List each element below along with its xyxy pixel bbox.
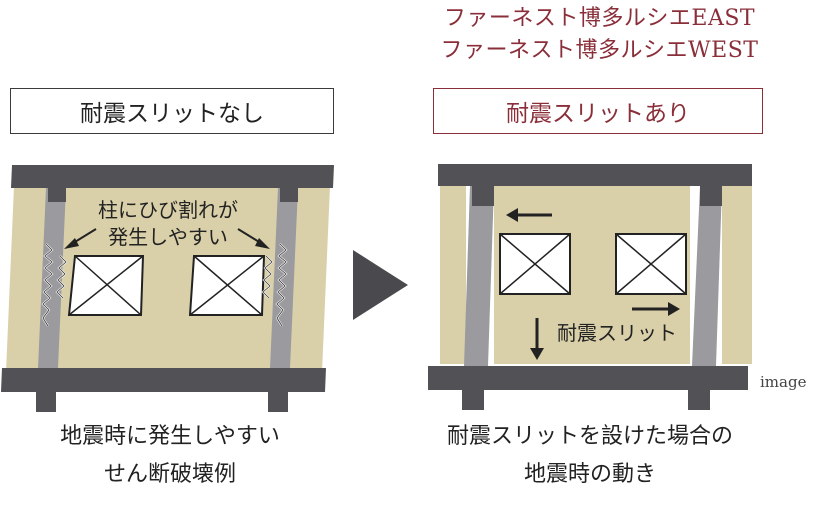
right-side-wall-right	[722, 186, 752, 364]
right-window-1	[499, 233, 571, 295]
right-top-beam	[438, 164, 752, 186]
right-building: 耐震スリット	[428, 164, 752, 410]
label-with-slit: 耐震スリットあり	[433, 88, 763, 134]
left-window-1	[67, 255, 145, 316]
right-bottom-beam	[428, 366, 748, 390]
caption-right-line2: 地震時の動き	[523, 462, 656, 487]
left-wall	[6, 186, 330, 372]
caption-left: 地震時に発生しやすい せん断破壊例	[0, 418, 340, 494]
move-right-arrow-icon	[632, 302, 680, 316]
image-note: image	[760, 373, 807, 391]
caption-right-line1: 耐震スリットを設けた場合の	[446, 424, 733, 449]
right-column-right-top	[700, 186, 722, 206]
right-inner-wall	[494, 186, 690, 364]
right-column-left	[464, 186, 494, 366]
caption-left-line2: せん断破壊例	[103, 462, 236, 487]
right-window-2	[615, 233, 687, 295]
annotation-arrow-left	[64, 228, 97, 249]
left-building: 柱にひび割れが 発生しやすい	[1, 165, 334, 412]
crack-marks-right-shadow	[262, 243, 287, 327]
right-foot-right	[688, 390, 710, 410]
right-foot-left	[462, 390, 484, 410]
project-name-east: ファーネスト博多ルシエEAST	[443, 6, 756, 31]
caption-right: 耐震スリットを設けた場合の 地震時の動き	[400, 418, 780, 494]
left-window-2	[188, 255, 266, 316]
right-column-right	[692, 186, 722, 366]
left-top-right	[280, 188, 298, 202]
right-side-wall-left	[440, 186, 466, 364]
transition-arrow-icon	[353, 250, 408, 320]
left-bottom-beam	[1, 368, 326, 392]
left-foot-right	[268, 392, 288, 412]
annotation-arrow-right	[237, 228, 270, 249]
right-column-left-top	[472, 186, 494, 206]
crack-annotation-line2: 発生しやすい	[108, 225, 228, 249]
move-down-arrow-icon	[530, 318, 544, 360]
left-top-left	[48, 188, 66, 202]
slit-label: 耐震スリット	[557, 321, 677, 345]
left-column-right	[270, 188, 298, 368]
label-without-slit: 耐震スリットなし	[10, 88, 334, 134]
crack-annotation-line1: 柱にひび割れが	[98, 198, 238, 222]
move-left-arrow-icon	[506, 208, 552, 222]
crack-marks-left-shadow	[42, 243, 67, 327]
caption-left-line1: 地震時に発生しやすい	[60, 424, 280, 449]
left-foot-left	[36, 392, 56, 412]
project-name-west: ファーネスト博多ルシエWEST	[440, 38, 759, 63]
left-top-beam	[11, 165, 334, 188]
